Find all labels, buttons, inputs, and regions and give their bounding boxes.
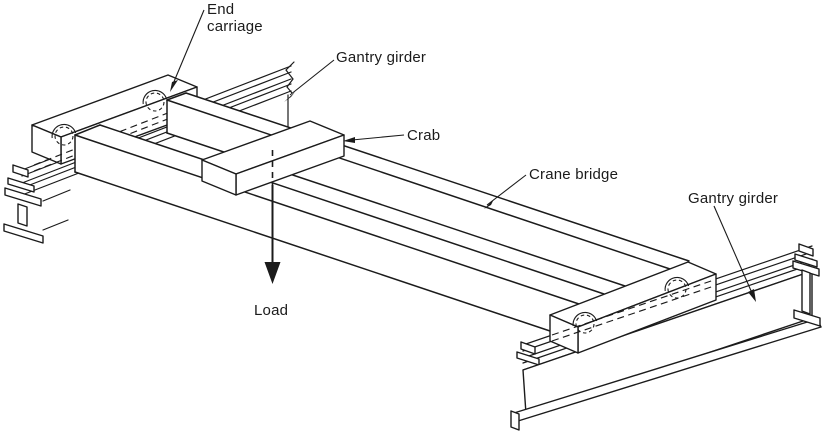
label-gantry-girder-right: Gantry girder — [688, 190, 778, 207]
wheel-icon — [572, 311, 598, 334]
arrowhead-icon — [343, 137, 355, 143]
label-load: Load — [254, 302, 288, 319]
right-end-carriage — [549, 261, 717, 354]
wheel-icon — [51, 123, 77, 146]
left-girder-end-section — [3, 164, 44, 244]
label-gantry-girder-top: Gantry girder — [336, 49, 426, 66]
label-end-carriage-line2: carriage — [207, 18, 263, 35]
right-girder-end-section — [792, 243, 821, 327]
down-arrow-icon — [264, 262, 281, 284]
crab-trolley — [201, 120, 345, 196]
label-crane-bridge: Crane bridge — [529, 166, 618, 183]
wheel-icon — [142, 89, 168, 112]
arrowhead-icon — [484, 199, 494, 209]
load-arrow — [264, 150, 281, 284]
wheel-icon — [664, 276, 690, 299]
leader-crane-bridge — [484, 174, 527, 209]
leader-gantry-girder-top — [284, 59, 335, 102]
leader-gantry-girder-right — [713, 205, 756, 302]
label-end-carriage-line1: End — [207, 1, 234, 18]
arrowhead-icon — [170, 80, 178, 92]
leader-crab — [343, 134, 405, 143]
leader-end-carriage — [170, 9, 205, 92]
arrowhead-icon — [748, 289, 756, 302]
arrowhead-icon — [284, 92, 295, 102]
label-crab: Crab — [407, 127, 440, 144]
